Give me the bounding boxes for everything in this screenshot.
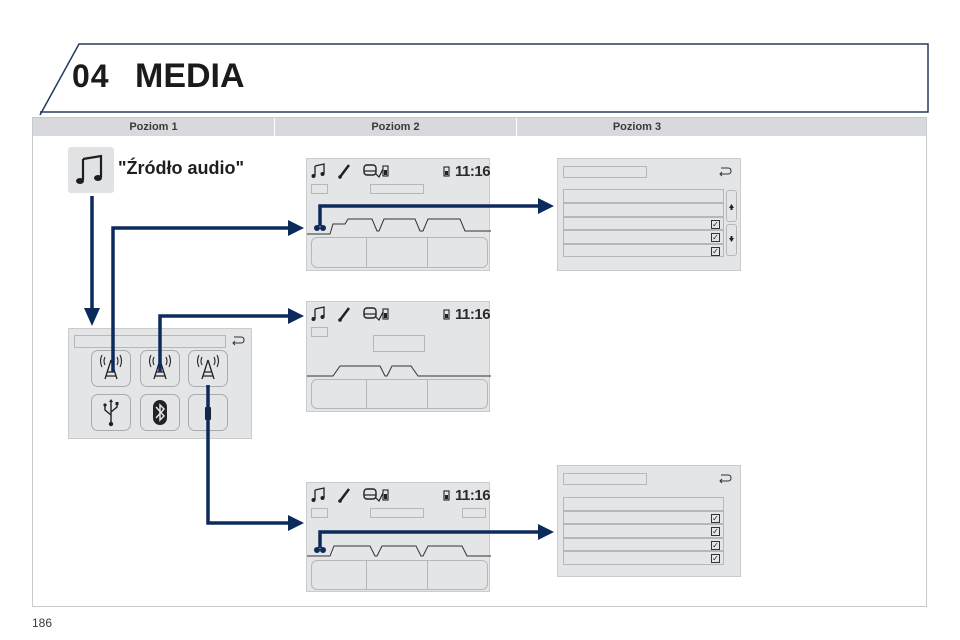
- phone-battery-icon: [443, 309, 450, 320]
- checkbox-icon[interactable]: ✓: [711, 220, 720, 229]
- scroll-up-button[interactable]: [726, 190, 737, 222]
- checkbox-icon[interactable]: ✓: [711, 527, 720, 536]
- list-item[interactable]: [563, 203, 724, 217]
- phone-icon: [338, 307, 350, 322]
- radio-tower-icon: [148, 354, 172, 380]
- info-field: [462, 508, 486, 518]
- level-2-heading: Poziom 2: [371, 121, 420, 133]
- chapter-number: 04: [72, 58, 110, 94]
- music-note-icon: [311, 487, 325, 502]
- content-frame: [32, 117, 927, 607]
- usb-button[interactable]: [91, 394, 131, 431]
- checkbox-icon[interactable]: ✓: [711, 233, 720, 242]
- menu-title-field: [74, 335, 226, 348]
- radio-screen-am: 11:16: [306, 301, 491, 412]
- preset-tab-strip[interactable]: [307, 531, 491, 561]
- list-item[interactable]: ✓: [563, 538, 724, 551]
- dab-radio-button[interactable]: [188, 350, 228, 387]
- scroll-down-button[interactable]: [726, 224, 737, 256]
- list-item[interactable]: ✓: [563, 551, 724, 565]
- radio-tower-icon: [99, 354, 123, 380]
- am-radio-button[interactable]: [140, 350, 180, 387]
- music-note-icon[interactable]: [68, 147, 114, 193]
- status-bar-icons: [311, 163, 450, 179]
- list-item[interactable]: ✓: [563, 244, 724, 257]
- preset-tab-strip[interactable]: [307, 360, 491, 380]
- header-frame: [39, 43, 929, 116]
- clock: 11:16: [455, 163, 491, 180]
- clock: 11:16: [455, 306, 491, 323]
- list-item[interactable]: ✓: [563, 217, 724, 230]
- list-item[interactable]: [563, 189, 724, 203]
- status-bar-icons: [311, 487, 450, 503]
- level-divider: [274, 118, 275, 136]
- phone-battery-icon: [443, 490, 450, 501]
- chapter-title: MEDIA: [135, 57, 245, 95]
- list-title-field: [563, 166, 647, 178]
- level-1-heading: Poziom 1: [129, 121, 178, 133]
- phone-battery-icon: [443, 166, 450, 177]
- audio-source-label: "Źródło audio": [118, 158, 245, 178]
- preset-buttons-row[interactable]: [311, 379, 488, 409]
- return-arrow-icon[interactable]: [718, 165, 732, 177]
- checkbox-icon[interactable]: ✓: [711, 514, 720, 523]
- station-name-field: [370, 184, 424, 194]
- level-3-heading: Poziom 3: [612, 121, 662, 133]
- list-title-field: [563, 473, 647, 485]
- status-bar-icons: [311, 306, 450, 322]
- station-name-field: [370, 508, 424, 518]
- aux-button[interactable]: [188, 394, 228, 431]
- checkbox-icon[interactable]: ✓: [711, 247, 720, 256]
- options-list-screen-bottom: ✓ ✓ ✓ ✓: [557, 465, 741, 577]
- radio-screen-fm: 11:16: [306, 158, 491, 271]
- bluetooth-icon: [153, 400, 167, 425]
- radio-screen-dab: 11:16: [306, 482, 491, 592]
- aux-jack-icon: [205, 403, 211, 420]
- car-icon: [363, 164, 389, 179]
- radio-tower-icon: [196, 354, 220, 380]
- preset-tab-strip[interactable]: [307, 204, 491, 238]
- phone-icon: [338, 164, 350, 179]
- list-item[interactable]: ✓: [563, 511, 724, 524]
- car-icon: [363, 307, 389, 322]
- options-list-screen-top: ✓ ✓ ✓: [557, 158, 741, 271]
- arrow-up-icon: [729, 204, 734, 210]
- music-note-icon: [311, 163, 325, 178]
- checkbox-icon[interactable]: ✓: [711, 541, 720, 550]
- band-indicator: [311, 327, 328, 337]
- return-arrow-icon[interactable]: [718, 472, 732, 484]
- list-item[interactable]: [563, 497, 724, 511]
- clock: 11:16: [455, 487, 491, 504]
- checkbox-icon[interactable]: ✓: [711, 554, 720, 563]
- bluetooth-button[interactable]: [140, 394, 180, 431]
- level-header-bar: Poziom 1 Poziom 2 Poziom 3: [33, 118, 926, 136]
- preset-buttons-row[interactable]: [311, 560, 488, 590]
- audio-source-menu: [68, 328, 252, 439]
- page-number: 186: [32, 616, 53, 630]
- band-indicator: [311, 184, 328, 194]
- fm-radio-button[interactable]: [91, 350, 131, 387]
- car-icon: [363, 488, 389, 503]
- preset-buttons-row[interactable]: [311, 237, 488, 268]
- return-arrow-icon[interactable]: [231, 334, 245, 346]
- list-item[interactable]: ✓: [563, 524, 724, 538]
- band-indicator: [311, 508, 328, 518]
- list-item[interactable]: ✓: [563, 230, 724, 244]
- usb-icon: [103, 399, 119, 427]
- arrow-down-icon: [729, 236, 734, 242]
- phone-icon: [338, 488, 350, 503]
- music-note-icon: [311, 306, 325, 321]
- frequency-field: [373, 335, 425, 352]
- level-divider: [516, 118, 517, 136]
